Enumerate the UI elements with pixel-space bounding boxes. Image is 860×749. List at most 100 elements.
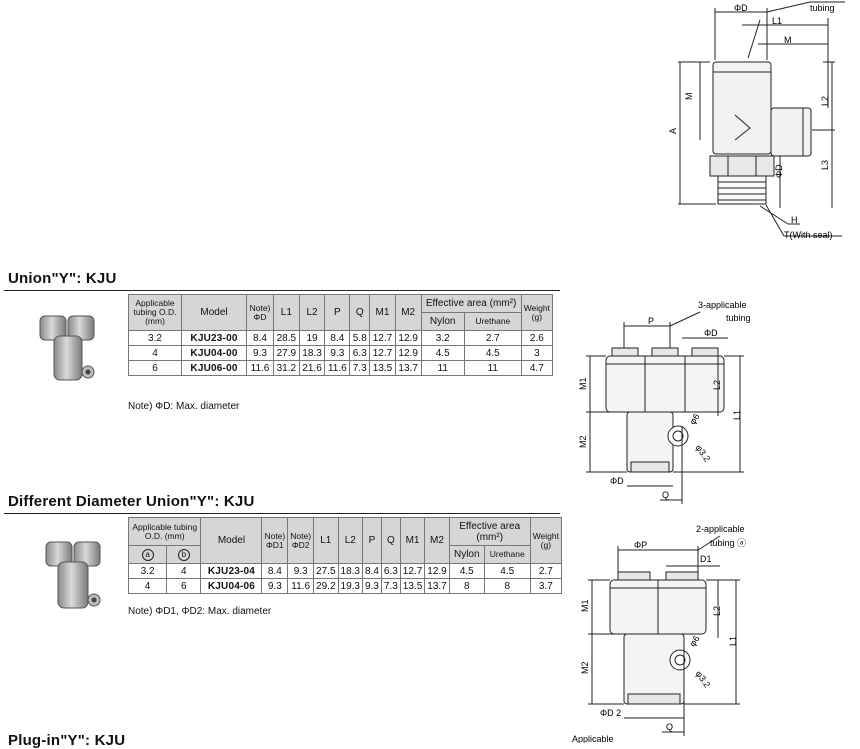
cell-m1: 13.5 (369, 360, 396, 376)
cell-l2: 19 (298, 330, 326, 346)
header-q: Q (349, 294, 371, 331)
union-y-l2-label: L2 (712, 380, 722, 390)
cell-a: 3.2 (127, 563, 168, 579)
cell-urethane: 2.7 (463, 330, 522, 346)
cell-weight: 4.7 (520, 360, 554, 376)
header-phi-d2: Note) ΦD2 (287, 517, 315, 564)
table-row: 3.2 4 KJU23-04 8.4 9.3 27.5 18.3 8.4 6.3… (127, 563, 563, 579)
top-phi-d-label: ΦD (734, 3, 748, 13)
cell-od: 4 (128, 345, 182, 361)
cell-model: KJU23-00 (181, 330, 247, 346)
diff-m1-label: M1 (580, 599, 590, 612)
top-phi-d-vertical-label: ΦD (774, 164, 784, 178)
cell-q: 6.3 (380, 563, 401, 579)
header-l2: L2 (337, 517, 363, 564)
section-title-plug-in-y: Plug-in"Y": KJU (8, 732, 126, 749)
cell-d: 8.4 (246, 330, 274, 346)
union-y-m2-label: M2 (578, 435, 588, 448)
cell-od: 3.2 (128, 330, 182, 346)
section-title-union-y: Union"Y": KJU (8, 270, 117, 287)
header-m2: M2 (394, 294, 422, 331)
top-h-label: H (791, 215, 798, 225)
different-diameter-union-y-photo (45, 541, 101, 609)
top-m-vertical-label: M (684, 93, 694, 101)
cell-m1: 13.5 (399, 578, 426, 594)
different-diameter-dimension-drawing: 2-applicable tubing ⓐ ΦP D1 M1 L2 L1 M2 … (572, 524, 746, 743)
section2-note: Note) ΦD1, ΦD2: Max. diameter (128, 606, 272, 617)
cell-weight: 3.7 (529, 578, 563, 594)
section-divider (4, 290, 560, 291)
cell-m2: 12.9 (424, 563, 450, 579)
header-effective-area: Effective area (mm²) (420, 294, 522, 313)
cell-d2: 9.3 (287, 563, 315, 579)
header-phi-d1: Note) ΦD1 (261, 517, 289, 564)
cell-q: 7.3 (349, 360, 371, 376)
diff-phi6-label: φ6 (687, 634, 701, 649)
diff-l1-label: L1 (728, 636, 738, 646)
cell-model: KJU04-00 (181, 345, 247, 361)
cell-m2: 12.9 (394, 345, 422, 361)
header-m1: M1 (399, 517, 426, 564)
cell-nylon: 3.2 (420, 330, 465, 346)
header-m1: M1 (369, 294, 396, 331)
header-phi-d: Note) ΦD (246, 294, 274, 331)
union-y-spec-table: Applicable tubing O.D. (mm) Model Note) … (128, 294, 554, 376)
union-y-l1-label: L1 (732, 410, 742, 420)
section-title-different-diameter-union-y: Different Diameter Union"Y": KJU (8, 493, 255, 510)
cell-m1: 12.7 (369, 345, 396, 361)
cell-model: KJU06-00 (181, 360, 247, 376)
cell-a: 4 (127, 578, 168, 594)
cell-p: 11.6 (324, 360, 351, 376)
cell-l2: 21.6 (298, 360, 326, 376)
union-y-phi6-label: φ6 (687, 412, 701, 427)
union-y-dimension-drawing: 3-applicable tubing P ΦD M1 L2 L1 M2 φ6 … (578, 300, 751, 504)
cell-nylon: 11 (420, 360, 465, 376)
cell-p: 8.4 (361, 563, 382, 579)
union-y-applicable-label: 3-applicable (698, 300, 747, 310)
union-y-tubing-label: tubing (726, 313, 751, 323)
cell-m2: 12.9 (394, 330, 422, 346)
cell-d1: 9.3 (261, 578, 289, 594)
cell-l1: 28.5 (273, 330, 300, 346)
circled-b: b (177, 548, 190, 561)
header-applicable-tubing: Applicable tubing O.D. (mm) (128, 294, 182, 331)
top-fitting-drawing: ΦD tubing L1 M M L2 A L3 ΦD H T(With sea… (668, 1, 845, 240)
cell-m1: 12.7 (369, 330, 396, 346)
header-tubing-a: a (127, 545, 168, 564)
cell-b: 4 (166, 563, 202, 579)
cell-m2: 13.7 (424, 578, 450, 594)
cell-urethane: 8 (483, 578, 531, 594)
top-t-label: T(With seal) (784, 230, 833, 240)
diff-phi-d2-label: ΦD 2 (600, 708, 621, 718)
cell-l2: 18.3 (337, 563, 363, 579)
top-tubing-label: tubing (810, 3, 835, 13)
header-l1: L1 (313, 517, 339, 564)
diff-q-label: Q (666, 722, 673, 732)
union-y-q-label: Q (662, 490, 669, 500)
table-row: 4 KJU04-00 9.3 27.9 18.3 9.3 6.3 12.7 12… (128, 345, 554, 361)
cell-l1: 31.2 (273, 360, 300, 376)
header-urethane: Urethane (463, 312, 522, 331)
cell-m2: 13.7 (394, 360, 422, 376)
cell-l2: 18.3 (298, 345, 326, 361)
header-nylon: Nylon (448, 545, 485, 564)
cell-weight: 2.7 (529, 563, 563, 579)
cell-l2: 19.3 (337, 578, 363, 594)
cell-nylon: 8 (448, 578, 485, 594)
header-l2: L2 (298, 294, 326, 331)
cell-urethane: 11 (463, 360, 522, 376)
cell-d2: 11.6 (287, 578, 315, 594)
header-m2: M2 (424, 517, 450, 564)
cell-p: 9.3 (324, 345, 351, 361)
diff-m2-label: M2 (580, 661, 590, 674)
cell-nylon: 4.5 (448, 563, 485, 579)
cell-model: KJU23-04 (200, 563, 263, 579)
cell-b: 6 (166, 578, 202, 594)
table-row: 3.2 KJU23-00 8.4 28.5 19 8.4 5.8 12.7 12… (128, 330, 554, 346)
header-model: Model (200, 517, 263, 564)
top-l1-label: L1 (772, 16, 782, 26)
cell-nylon: 4.5 (420, 345, 465, 361)
header-weight: Weight (g) (520, 294, 554, 331)
union-y-phi-d-bottom-label: ΦD (610, 476, 624, 486)
cell-weight: 2.6 (520, 330, 554, 346)
